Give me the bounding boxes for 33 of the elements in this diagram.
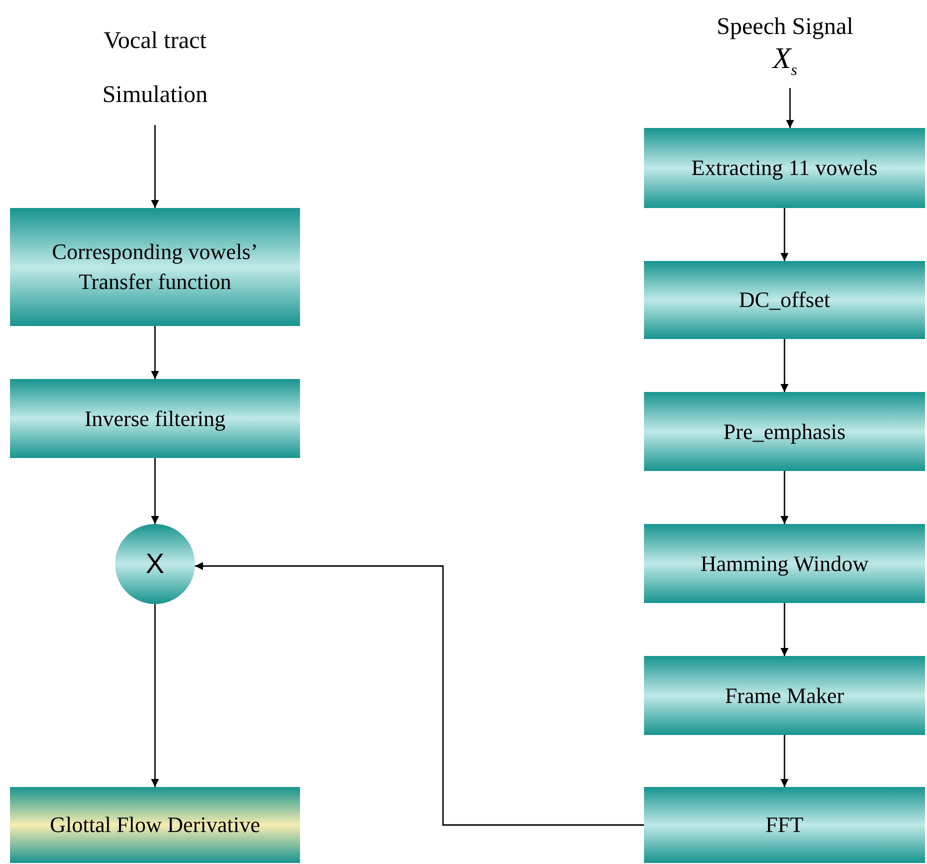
heading-text: Vocal tract Simulation: [101, 26, 209, 110]
box-label: FFT: [764, 811, 804, 840]
process-box: [644, 787, 925, 863]
box-label: Glottal Flow Derivative: [48, 811, 262, 840]
box-label: Corresponding vowels’ Transfer function: [51, 238, 259, 296]
process-box: [644, 392, 925, 471]
arrow: [151, 604, 159, 787]
arrow: [780, 603, 788, 656]
box-label: Pre_emphasis: [722, 418, 847, 446]
process-box: [644, 524, 925, 603]
process-box: [644, 128, 925, 208]
process-box: [10, 379, 300, 458]
arrow: [151, 125, 159, 208]
box-label: DC_offset: [738, 286, 832, 314]
box-label: Inverse filtering: [83, 404, 227, 433]
box-label: Hamming Window: [700, 550, 870, 578]
process-box: [644, 656, 925, 735]
heading-text: Speech Signal: [716, 12, 854, 42]
arrow: [780, 339, 788, 392]
signal-symbol: X$_{s}$: [772, 42, 798, 80]
arrow: [151, 326, 159, 379]
arrow: [195, 562, 644, 826]
arrow: [786, 88, 794, 128]
process-box: [644, 261, 925, 339]
process-box: [10, 787, 300, 863]
arrow: [780, 471, 788, 524]
box-label: Extracting 11 vowels: [690, 154, 879, 182]
multiply-symbol: X: [144, 547, 166, 582]
process-box: [10, 208, 300, 326]
box-label: Frame Maker: [724, 682, 846, 710]
arrow: [780, 735, 788, 787]
arrow: [151, 458, 159, 524]
arrow: [780, 208, 788, 261]
